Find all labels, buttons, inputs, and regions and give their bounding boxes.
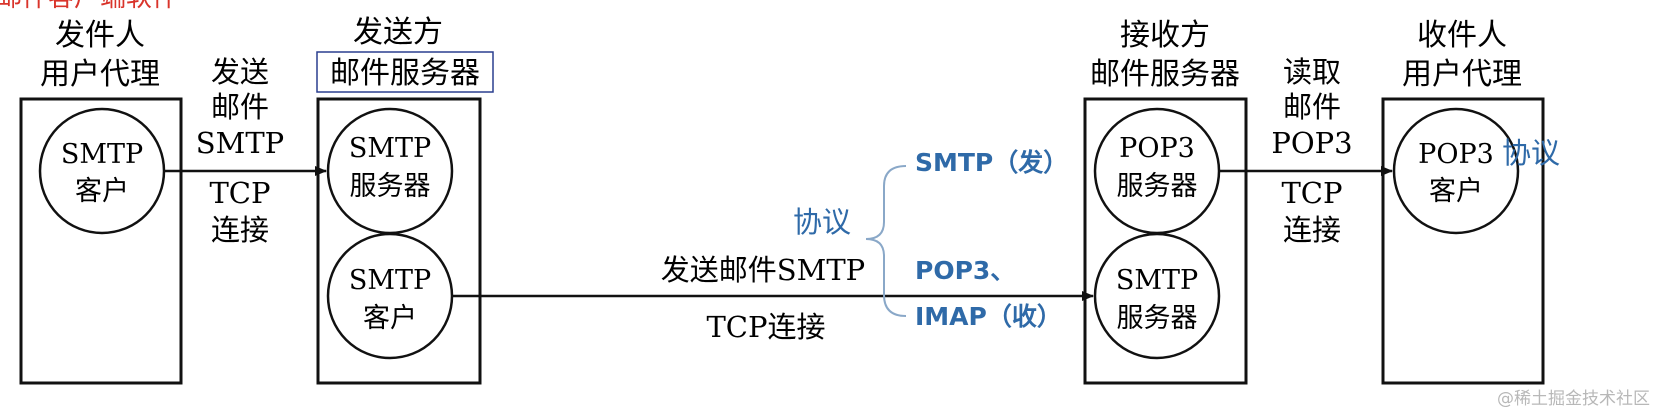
- receiver-agent-circle-line1: POP3: [1418, 139, 1494, 170]
- read-mail-l2: 邮件: [1283, 90, 1341, 124]
- sender-server-smtp-client-circle: [326, 232, 454, 360]
- receiver-agent-label-2: 用户代理: [1402, 57, 1522, 92]
- receiver-server-smtp-server-circle: [1093, 232, 1221, 360]
- imap-recv-label: IMAP（收）: [915, 302, 1062, 331]
- sender-agent-circle-line1: SMTP: [61, 139, 143, 170]
- receiver-server-top-line1: POP3: [1119, 133, 1195, 164]
- watermark: @稀土掘金技术社区: [1497, 389, 1650, 409]
- sender-server-label-2: 邮件服务器: [330, 56, 480, 91]
- send-mail-l3: SMTP: [196, 126, 284, 160]
- receiver-agent-circle-line2: 客户: [1429, 176, 1483, 207]
- receiver-server-bottom-line2: 服务器: [1117, 303, 1198, 334]
- send-mail-l1: 发送: [211, 55, 269, 89]
- read-mail-l1: 读取: [1283, 55, 1341, 89]
- receiver-server-label-1: 接收方: [1120, 18, 1210, 53]
- receiver-server-box: [1083, 97, 1248, 385]
- sender-server-label-box: [316, 51, 494, 93]
- pop3-label: POP3、: [915, 256, 1015, 285]
- receiver-server-top-line2: 服务器: [1117, 171, 1198, 202]
- receiver-agent-label-1: 收件人: [1417, 18, 1507, 53]
- clipped-title: 邮件客户端软件: [0, 0, 178, 13]
- sender-server-top-line2: 服务器: [350, 171, 431, 202]
- sender-server-top-line1: SMTP: [349, 133, 431, 164]
- sender-server-box: [316, 97, 482, 385]
- sender-agent-label-1: 发件人: [55, 18, 145, 53]
- send-mail-l4: TCP: [209, 176, 270, 210]
- sender-agent-circle-line2: 客户: [75, 176, 129, 207]
- protocol-label: 协议: [793, 205, 851, 239]
- smtp-send-label: SMTP（发）: [915, 148, 1068, 177]
- receiver-server-label-2: 邮件服务器: [1090, 57, 1240, 92]
- receiver-agent-box: [1381, 97, 1545, 385]
- send-mail-l2: 邮件: [211, 90, 269, 124]
- sender-agent-box: [19, 97, 183, 385]
- sender-server-label-1: 发送方: [353, 15, 443, 50]
- server-to-server-above: 发送邮件SMTP: [661, 253, 865, 287]
- send-mail-l5: 连接: [211, 213, 269, 247]
- sender-server-bottom-line2: 客户: [363, 303, 417, 334]
- read-mail-l4: TCP: [1281, 176, 1342, 210]
- read-mail-l5: 连接: [1283, 213, 1341, 247]
- receiver-agent-pop3-client-circle: [1392, 107, 1520, 235]
- sender-server-bottom-line1: SMTP: [349, 265, 431, 296]
- server-to-server-below: TCP连接: [706, 310, 825, 344]
- sender-agent-label-2: 用户代理: [40, 57, 160, 92]
- receiver-server-bottom-line1: SMTP: [1116, 265, 1198, 296]
- sender-agent-smtp-client-circle: [38, 107, 166, 235]
- right-protocol-label: 协议: [1502, 136, 1560, 170]
- protocol-brace: [865, 165, 907, 317]
- read-mail-l3: POP3: [1271, 126, 1352, 160]
